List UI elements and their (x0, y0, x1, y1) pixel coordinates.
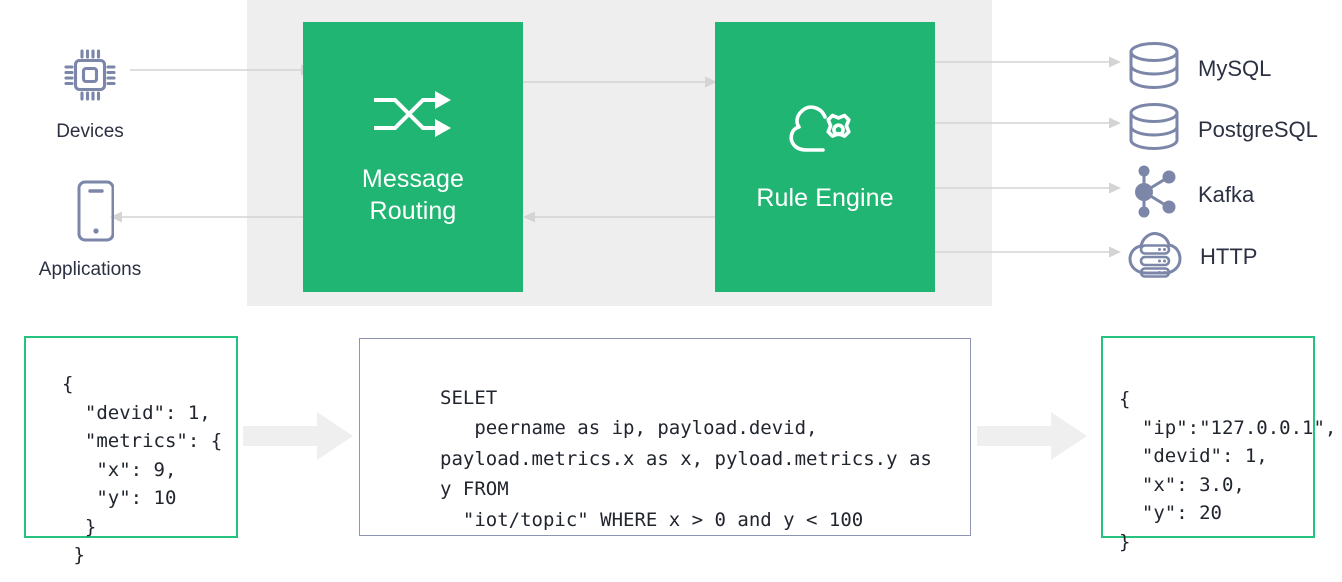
destination-postgresql-label: PostgreSQL (1198, 116, 1318, 142)
cloud-server-icon (1126, 228, 1184, 285)
input-payload-box: { "devid": 1, "metrics": { "x": 9, "y": … (24, 336, 238, 566)
arrow-rule-engine-to-kafka (933, 182, 1121, 194)
destination-kafka: Kafka (1126, 165, 1254, 224)
destination-postgresql: PostgreSQL (1126, 102, 1318, 157)
destination-mysql-label: MySQL (1198, 55, 1272, 81)
arrow-input-to-sql (243, 412, 353, 460)
rule-sql-box: SELET peername as ip, payload.devid, pay… (359, 338, 971, 536)
destination-http-label: HTTP (1200, 243, 1258, 269)
shuffle-icon (373, 87, 453, 146)
stage-message-routing[interactable]: Message Routing (303, 22, 523, 292)
destination-mysql: MySQL (1126, 41, 1271, 96)
chip-icon (0, 44, 180, 111)
rule-sql-text: SELET peername as ip, payload.devid, pay… (440, 387, 932, 531)
stage-message-routing-label: Message Routing (361, 165, 465, 225)
arrow-rule-engine-to-routing (523, 211, 719, 223)
source-devices-label: Devices (56, 121, 124, 142)
arrow-rule-engine-to-mysql (933, 56, 1121, 68)
cloud-gear-icon (785, 100, 865, 165)
arrow-routing-to-applications (110, 211, 304, 223)
destination-kafka-label: Kafka (1198, 181, 1255, 207)
stage-rule-engine-label: Rule Engine (756, 183, 894, 212)
smartphone-icon (0, 178, 180, 249)
arrow-sql-to-output (977, 412, 1087, 460)
arrow-rule-engine-to-http (933, 246, 1121, 258)
arrow-rule-engine-to-postgresql (933, 117, 1121, 129)
database-icon (1126, 102, 1182, 157)
destination-http: HTTP (1126, 228, 1257, 285)
arrow-routing-to-rule-engine (521, 76, 717, 88)
source-applications: Applications (0, 178, 180, 281)
input-payload-text: { "devid": 1, "metrics": { "x": 9, "y": … (62, 373, 223, 566)
stage-rule-engine[interactable]: Rule Engine (715, 22, 935, 292)
output-payload-text: { "ip":"127.0.0.1", "devid": 1, "x": 3.0… (1119, 388, 1337, 553)
source-applications-label: Applications (38, 259, 142, 280)
database-icon (1126, 41, 1182, 96)
source-devices: Devices (0, 44, 180, 143)
output-payload-box: { "ip":"127.0.0.1", "devid": 1, "x": 3.0… (1101, 336, 1336, 553)
node-graph-icon (1126, 165, 1182, 224)
